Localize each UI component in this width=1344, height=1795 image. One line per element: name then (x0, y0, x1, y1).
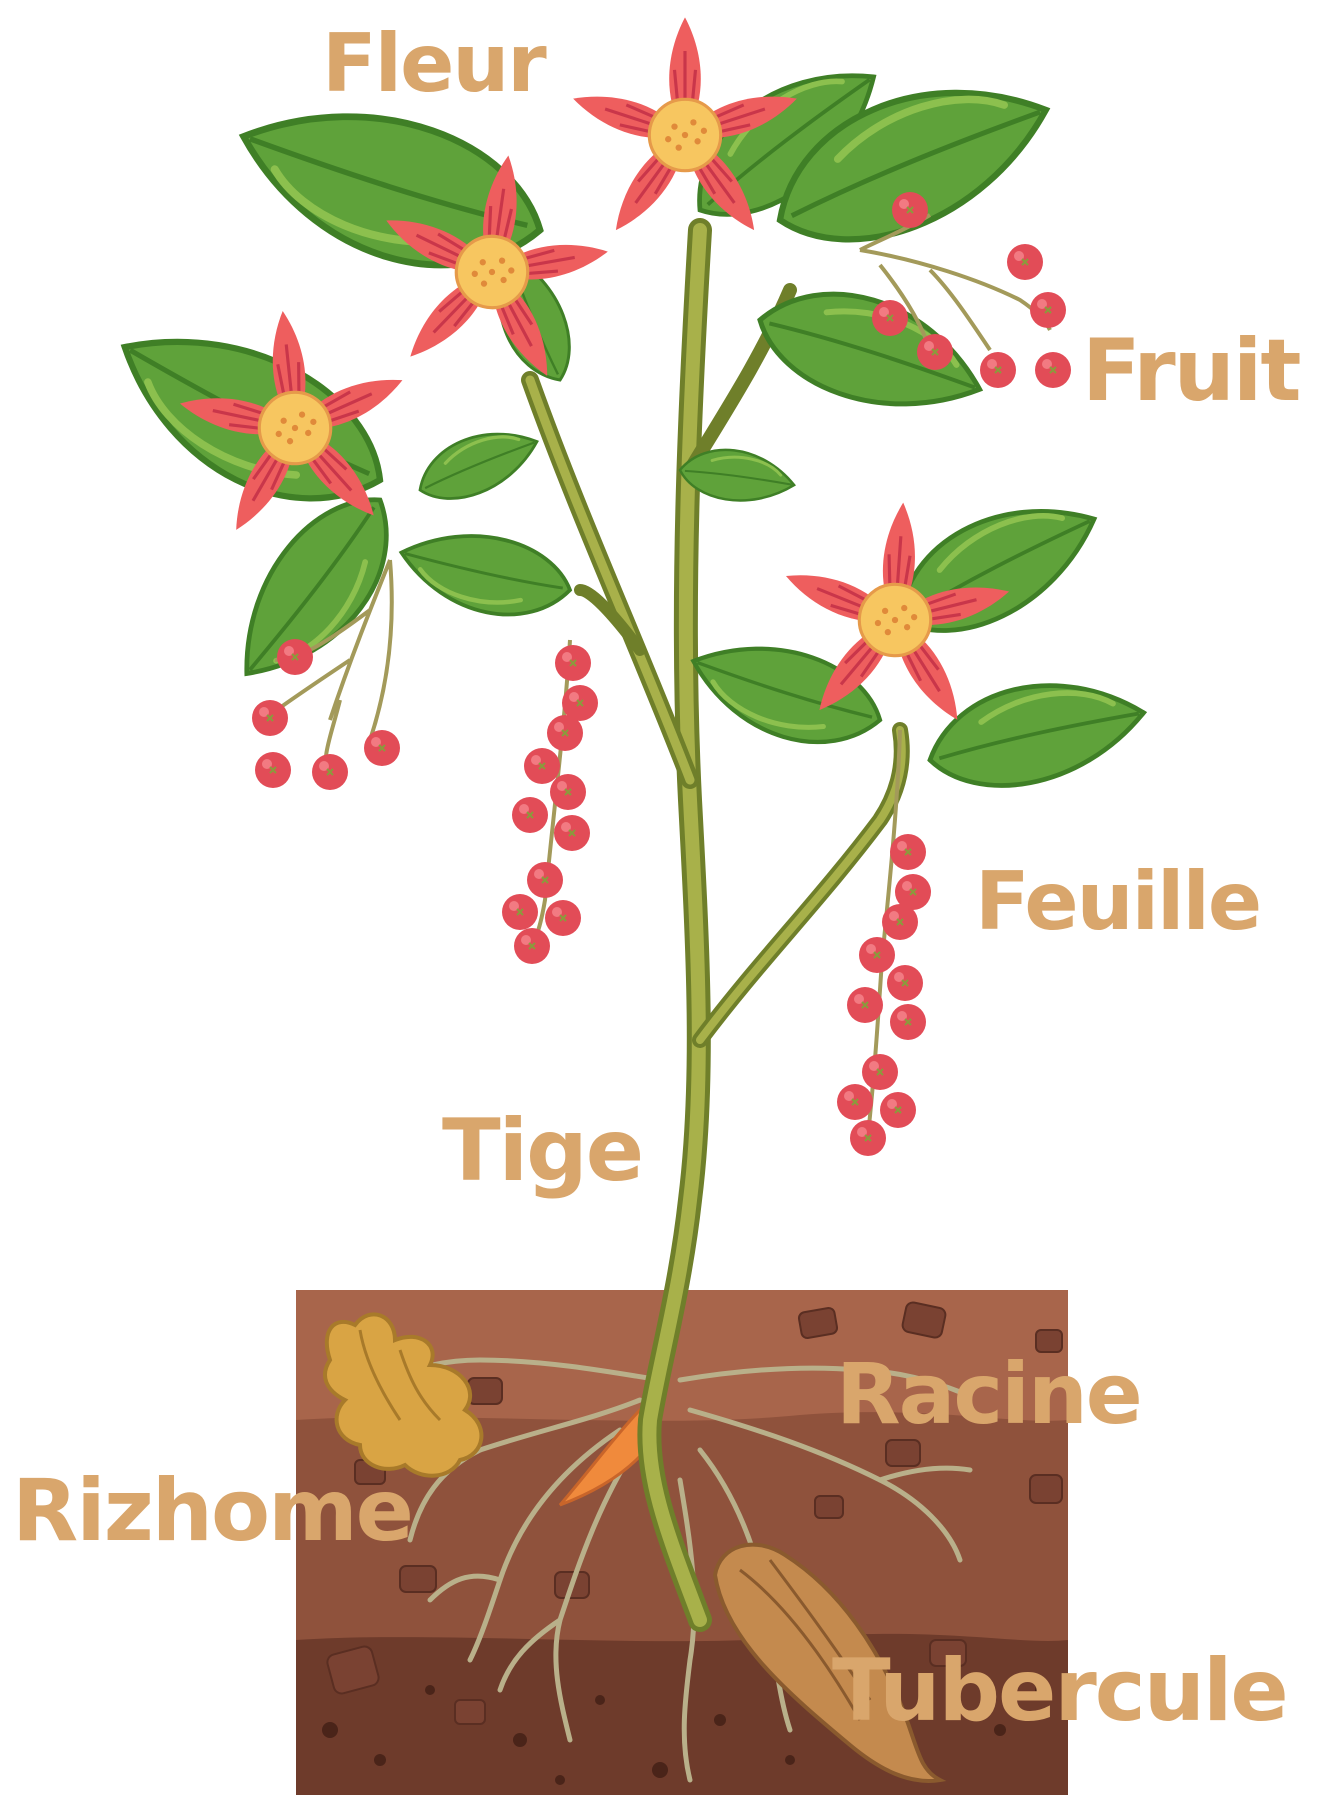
berry-icon (364, 730, 400, 766)
label-tubercule: Tubercule (832, 1648, 1287, 1734)
berry-icon (880, 1092, 916, 1128)
berry-icon (1035, 352, 1071, 388)
label-fruit: Fruit (1082, 328, 1299, 414)
berry-icon (980, 352, 1016, 388)
berry-clusters (252, 192, 1071, 1156)
berry-icon (837, 1084, 873, 1120)
berry-icon (847, 987, 883, 1023)
berry-icon (872, 300, 908, 336)
berry-icon (887, 965, 923, 1001)
berry-icon (514, 928, 550, 964)
leaf-icon (920, 668, 1152, 799)
berry-icon (502, 894, 538, 930)
label-racine: Racine (836, 1352, 1141, 1436)
berry-icon (524, 748, 560, 784)
berry-icon (555, 645, 591, 681)
leaf-icon (409, 417, 547, 512)
berry-icon (545, 900, 581, 936)
label-tige: Tige (442, 1108, 642, 1194)
berry-icon (512, 797, 548, 833)
berry-icon (917, 334, 953, 370)
berry-icon (550, 774, 586, 810)
berry-icon (255, 752, 291, 788)
berry-icon (890, 1004, 926, 1040)
berry-icon (1007, 244, 1043, 280)
berry-icon (850, 1120, 886, 1156)
label-feuille: Feuille (975, 862, 1260, 942)
berry-icon (862, 1054, 898, 1090)
berry-icon (252, 700, 288, 736)
label-fleur: Fleur (322, 24, 545, 104)
berry-icon (527, 862, 563, 898)
berry-icon (892, 192, 928, 228)
berry-icon (554, 815, 590, 851)
berry-icon (890, 834, 926, 870)
berry-icon (882, 904, 918, 940)
berry-icon (312, 754, 348, 790)
berry-icon (547, 715, 583, 751)
berry-icon (277, 639, 313, 675)
leaf-icon (392, 515, 578, 632)
label-rizhome: Rizhome (12, 1468, 412, 1554)
berry-icon (1030, 292, 1066, 328)
berry-icon (859, 937, 895, 973)
